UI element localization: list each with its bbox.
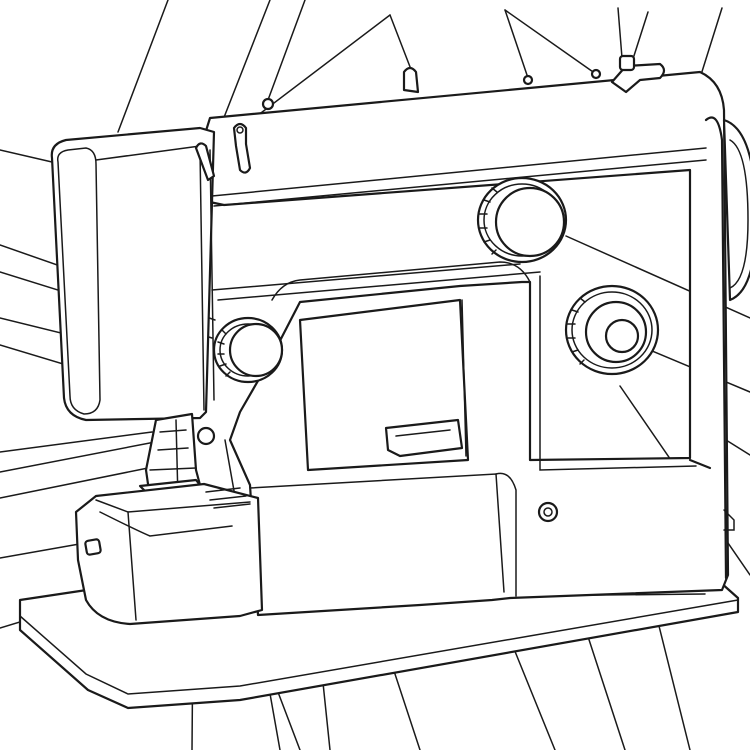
bed-knob-icon	[537, 501, 559, 523]
free-arm-box	[74, 482, 264, 626]
handwheel	[722, 118, 750, 302]
leader-line-left-8	[0, 467, 149, 499]
stitch-length-dial	[476, 176, 568, 264]
leader-line-top-8	[699, 7, 723, 79]
leader-line-top-5a	[504, 9, 529, 79]
leader-line-top-3	[267, 0, 306, 101]
leader-line-left-7	[0, 441, 156, 473]
machine-body	[198, 70, 735, 617]
face-cover	[50, 126, 216, 422]
leader-line-left-6	[0, 431, 153, 453]
pattern-selector-dial	[564, 284, 660, 376]
leader-line-top-1	[117, 0, 169, 133]
leader-line-top-4b	[389, 14, 413, 73]
presser-screw-icon	[196, 426, 216, 446]
thread-guides	[194, 54, 666, 411]
leader-line-top-5b	[504, 9, 597, 75]
leader-line-top-6	[617, 7, 623, 59]
tension-dial	[212, 316, 284, 384]
leader-line-bottom-8	[657, 621, 691, 750]
leader-line-right-3	[725, 439, 750, 456]
leader-line-left-1	[0, 149, 53, 163]
leader-line-top-7	[631, 11, 649, 63]
